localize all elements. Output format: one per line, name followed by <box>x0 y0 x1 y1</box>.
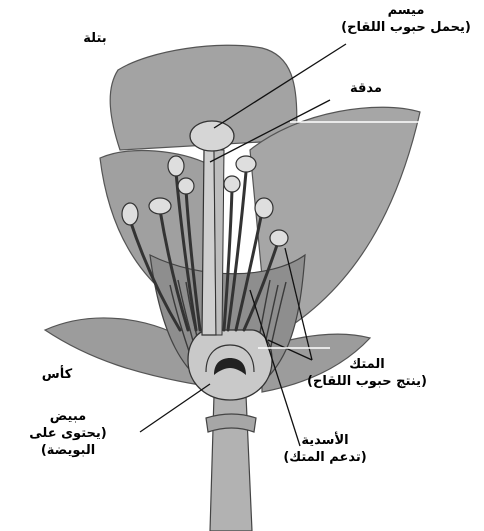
stigma-head <box>190 121 234 151</box>
stamens-label: الأسدية (تدعم المتك) <box>270 432 380 466</box>
petal-label: بتلة <box>70 30 120 47</box>
stamens-label-line-1: الأسدية <box>270 432 380 449</box>
ovary-label-line-1: مبيض <box>16 408 120 425</box>
stigma-label: ميسم (يحمل حبوب اللقاح) <box>336 2 476 36</box>
ovary-label: مبيض (يحتوى على البويضة) <box>16 408 120 459</box>
sepal-label: كأس <box>32 366 82 383</box>
stamens-label-line-2: (تدعم المتك) <box>270 449 380 466</box>
anther-label-line-1: المتك <box>292 356 442 373</box>
ovary-leader <box>140 384 210 432</box>
stigma-label-line-2: (يحمل حبوب اللقاح) <box>336 19 476 36</box>
stigma-label-line-1: ميسم <box>336 2 476 19</box>
ovary-label-line-3: البويضة) <box>16 442 120 459</box>
anther-label: المتك (ينتج حبوب اللقاح) <box>292 356 442 390</box>
style-label: مدقة <box>336 80 396 97</box>
style-column-right <box>214 150 224 335</box>
ovary-label-line-2: (يحتوى على <box>16 425 120 442</box>
anther-label-line-2: (ينتج حبوب اللقاح) <box>292 373 442 390</box>
